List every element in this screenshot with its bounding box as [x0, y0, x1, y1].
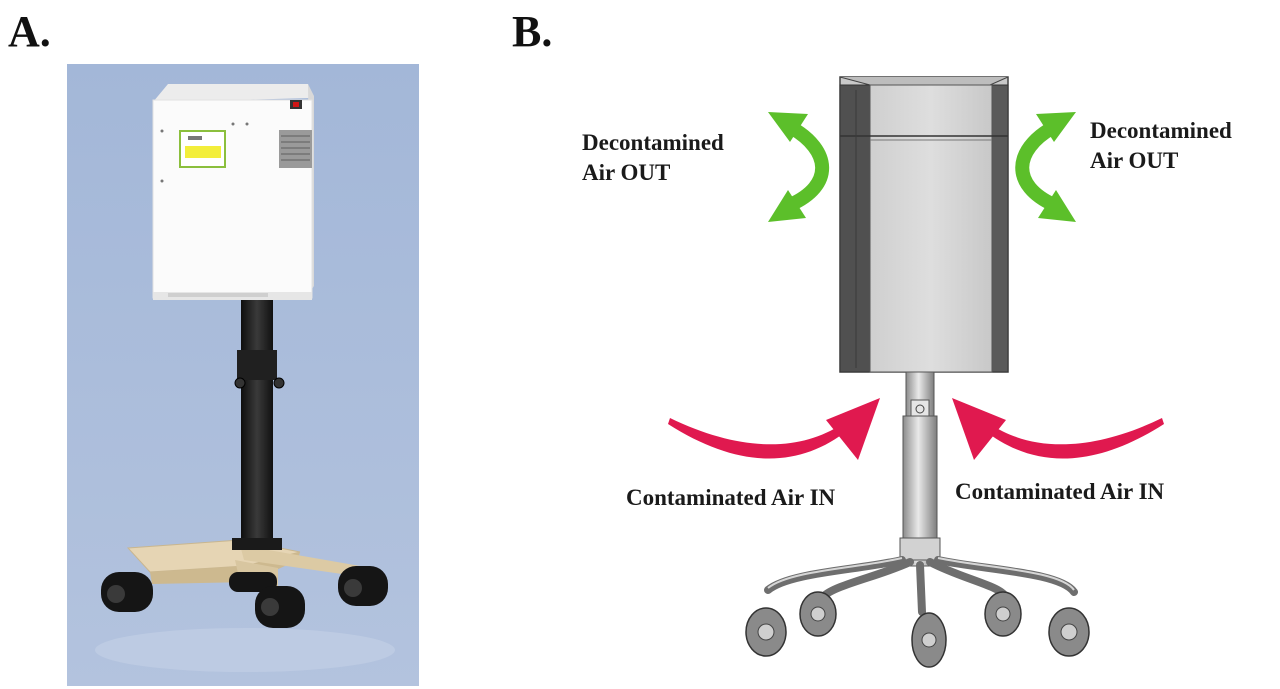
air-out-label-left: Decontamined Air OUT: [582, 128, 724, 188]
air-out-arrowheads-right: [1036, 112, 1076, 222]
warning-label: [185, 146, 221, 158]
air-purifier-cabinet: [152, 84, 314, 300]
air-out-label-left-line2: Air OUT: [582, 160, 671, 185]
cabinet-line-drawing: [839, 76, 1009, 373]
air-out-arrow-left: [783, 121, 830, 212]
air-out-label-left-line1: Decontamined: [582, 130, 724, 155]
telescopic-pole: [232, 296, 285, 550]
panel-label-a: A.: [8, 7, 51, 56]
air-out-label-right-line1: Decontamined: [1090, 118, 1232, 143]
pole-line-drawing: [899, 371, 941, 567]
air-in-arrow-right: [952, 398, 1164, 460]
caster-wheels-drawing: [745, 591, 1090, 668]
panel-label-b: B.: [512, 7, 553, 56]
air-out-arrow-right: [1015, 121, 1061, 212]
air-out-arrowheads-left: [768, 112, 808, 222]
base-highlights: [767, 557, 1075, 591]
air-out-label-right-line2: Air OUT: [1090, 148, 1179, 173]
panel-a-photo: [67, 64, 419, 686]
air-in-label-left: Contaminated Air IN: [626, 485, 836, 510]
panel-b-drawing: [668, 76, 1164, 668]
caster-wheels: [101, 566, 388, 628]
air-in-arrow-left: [668, 398, 880, 460]
base-line-drawing: [764, 556, 1078, 616]
air-out-label-right: Decontamined Air OUT: [1090, 116, 1232, 176]
air-in-label-right: Contaminated Air IN: [955, 479, 1165, 504]
